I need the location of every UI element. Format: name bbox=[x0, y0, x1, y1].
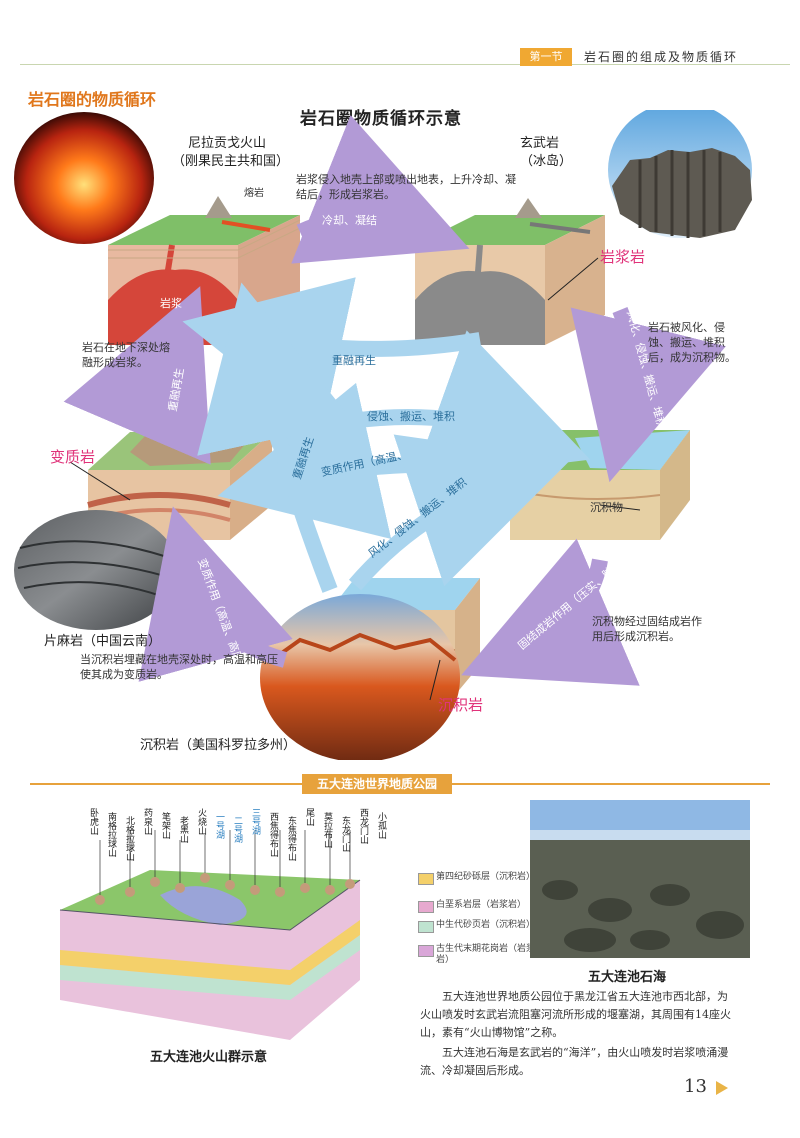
rock-cycle-diagram: 冷却、凝结 风化、侵蚀、搬运、堆积 固结成岩作用（压实、胶结作用） 变质作用（高… bbox=[14, 110, 752, 760]
lava-label: 熔岩 bbox=[244, 188, 264, 199]
arrow-metamorphism-1 bbox=[217, 382, 512, 539]
mountain-label: 莫拉布山 bbox=[322, 812, 332, 848]
legend-label: 第四纪砂砾层（沉积岩） bbox=[436, 872, 536, 882]
lithification-desc: 沉积物经过固结成岩作用后形成沉积岩。 bbox=[592, 615, 702, 643]
arrow-cooling bbox=[291, 115, 470, 264]
header-rule bbox=[20, 64, 790, 65]
stone-sea-caption: 五大连池石海 bbox=[588, 970, 667, 985]
geopark-paragraph-2: 五大连池石海是玄武岩的“海洋”，由火山喷发时岩浆喷涌漫流、冷却凝固后形成。 bbox=[420, 1046, 729, 1077]
igneous-desc: 岩浆侵入地壳上部或喷出地表，上升冷却、凝结后，形成岩浆岩。 bbox=[296, 173, 516, 201]
canyon-photo bbox=[260, 594, 460, 760]
arrow-weathering-2-label: 风化、侵蚀、搬运、堆积 bbox=[365, 475, 469, 561]
mountain-label: 卧虎山 bbox=[88, 808, 98, 835]
mountain-label: 西焦得布山 bbox=[268, 812, 278, 857]
legend-item: 古生代末期花岗岩（岩浆岩） bbox=[418, 944, 536, 966]
arrow-weathering-2 bbox=[348, 434, 571, 591]
mountain-label: 一号湖 bbox=[214, 812, 224, 839]
mountain-label: 南格拉球山 bbox=[106, 812, 116, 857]
legend-label: 中生代砂页岩（沉积岩） bbox=[436, 920, 536, 930]
section-heading: 岩石圈的物质循环 bbox=[28, 90, 157, 109]
legend-item: 中生代砂页岩（沉积岩） bbox=[418, 920, 536, 933]
volcano-place: （刚果民主共和国） bbox=[172, 154, 290, 169]
sediment-label: 沉积物 bbox=[590, 501, 623, 514]
arrow-metamorphism-2 bbox=[138, 506, 293, 682]
arrow-cooling-label: 冷却、凝结 bbox=[322, 213, 377, 227]
metamorphic-label: 变质岩 bbox=[50, 448, 96, 466]
igneous-label: 岩浆岩 bbox=[600, 248, 646, 266]
igneous-block bbox=[415, 198, 605, 345]
legend-swatch bbox=[418, 921, 434, 933]
magma-label: 岩浆 bbox=[160, 297, 182, 310]
legend-swatch bbox=[418, 873, 434, 885]
remelt-desc: 岩石在地下深处熔融形成岩浆。 bbox=[82, 341, 170, 369]
sediment-block bbox=[509, 430, 690, 540]
arrow-lithification bbox=[461, 538, 640, 686]
basalt-name: 玄武岩 bbox=[520, 136, 560, 151]
legend-item: 第四纪砂砾层（沉积岩） bbox=[418, 872, 536, 885]
arrow-remelt bbox=[182, 277, 482, 434]
basalt-photo bbox=[608, 110, 752, 238]
volcano-group-diagram bbox=[59, 830, 361, 1040]
arrow-remelt-label: 重融再生 bbox=[332, 353, 376, 367]
mountain-label: 火烧山 bbox=[196, 808, 206, 835]
geopark-banner: 五大连池世界地质公园 bbox=[302, 774, 452, 794]
geopark-paragraph-1: 五大连池世界地质公园位于黑龙江省五大连池市西北部，为火山喷发时玄武岩流阻塞河流所… bbox=[420, 990, 731, 1039]
legend-label: 白垩系岩层（岩浆岩） bbox=[436, 900, 527, 910]
mountain-label: 小孤山 bbox=[376, 812, 386, 839]
sedimentary-caption: 沉积岩（美国科罗拉多州） bbox=[140, 738, 297, 753]
legend-item: 白垩系岩层（岩浆岩） bbox=[418, 900, 536, 913]
arrow-remelt-2 bbox=[197, 282, 354, 593]
legend-label: 古生代末期花岗岩（岩浆岩） bbox=[436, 944, 536, 965]
arrow-weathering-right bbox=[570, 307, 726, 483]
metamorphism-desc: 当沉积岩埋藏在地壳深处时，高温和高压使其成为变质岩。 bbox=[80, 653, 278, 681]
page-number: 13 bbox=[684, 1076, 707, 1097]
legend-swatch bbox=[418, 945, 434, 957]
schist-caption: 片麻岩（中国云南） bbox=[44, 634, 162, 649]
weathering-desc: 岩石被风化、侵蚀、搬运、堆积后，成为沉积物。 bbox=[648, 321, 736, 364]
section-badge: 第一节 bbox=[520, 48, 572, 66]
legend-swatch bbox=[418, 901, 434, 913]
mountain-label: 东龙门山 bbox=[340, 816, 350, 852]
page-arrow-icon bbox=[716, 1081, 728, 1095]
volcano-photo bbox=[14, 112, 154, 244]
mountain-label: 北格拉球山 bbox=[124, 816, 134, 861]
mountain-label: 三号湖 bbox=[250, 808, 260, 835]
arrow-weathering-label: 风化、侵蚀、搬运、堆积 bbox=[334, 409, 455, 423]
stone-sea-photo bbox=[530, 800, 750, 958]
mountain-label: 尾山 bbox=[304, 808, 314, 826]
section-title: 岩石圈的组成及物质循环 bbox=[584, 50, 739, 64]
mountain-label: 东焦得布山 bbox=[286, 816, 296, 861]
schist-photo bbox=[14, 510, 179, 630]
mountain-label: 老黑山 bbox=[178, 816, 188, 843]
mountain-label: 西龙门山 bbox=[358, 808, 368, 844]
arrow-remelt-left bbox=[63, 286, 211, 465]
volcano-group-caption: 五大连池火山群示意 bbox=[150, 1050, 268, 1065]
basalt-place: （冰岛） bbox=[520, 154, 573, 169]
volcano-name: 尼拉贡戈火山 bbox=[188, 136, 267, 151]
mountain-label: 笔架山 bbox=[160, 812, 170, 839]
mountain-label: 药泉山 bbox=[142, 808, 152, 835]
sedimentary-label: 沉积岩 bbox=[438, 696, 484, 714]
mountain-label: 二号湖 bbox=[232, 816, 242, 843]
